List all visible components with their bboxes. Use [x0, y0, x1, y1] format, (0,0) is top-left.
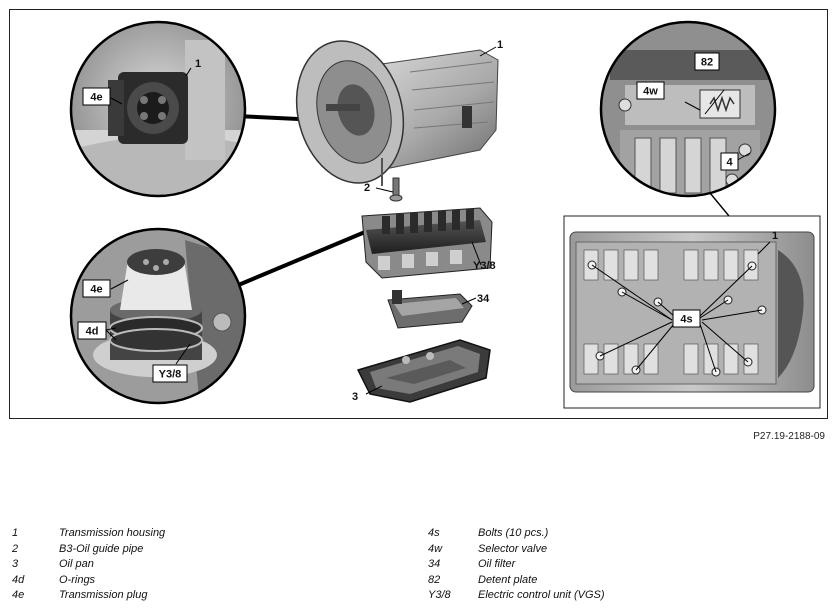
legend-desc: Oil pan [59, 558, 94, 571]
callout-bolts-corner: 4 [726, 157, 733, 169]
callout-guide-pipe: 2 [364, 182, 370, 194]
callout-box-bolts-panel: 4s [672, 309, 701, 328]
legend-code: 4w [428, 542, 443, 555]
callout-housing-top-zoom: 1 [195, 58, 201, 70]
callout-selector: 4w [643, 86, 658, 98]
legend-code: 34 [428, 558, 441, 571]
transmission-housing [295, 40, 499, 186]
legend-code: 4s [428, 527, 440, 539]
callout-housing: 1 [497, 39, 503, 51]
callout-pan: 3 [352, 391, 358, 403]
legend-desc: Oil filter [478, 558, 516, 571]
zoom-circle-plug-bottom [69, 227, 247, 405]
valve-body-panel [563, 215, 821, 409]
legend-desc: O-rings [59, 573, 96, 586]
legend: 1 Transmission housing 2 B3-Oil guide pipe… [12, 527, 827, 607]
callout-control-unit-zoom: Y3/8 [159, 369, 182, 381]
zoom-circle-valve-body [599, 20, 777, 198]
oil-guide-pipe [389, 177, 403, 202]
callout-bolts-panel: 4s [680, 314, 692, 326]
exploded-diagram-frame: 4e 4e 4d Y3/8 82 4w 4 4s [9, 9, 828, 419]
legend-code: 3 [12, 558, 19, 571]
callout-box-plug-bottom: 4e [82, 279, 111, 298]
callout-plug-bottom: 4e [90, 284, 102, 296]
callout-box-bolts-corner: 4 [720, 152, 739, 171]
figure-reference-id: P27.19-2188-09 [753, 431, 825, 442]
legend-code: 4e [12, 589, 25, 602]
callout-box-control-unit-zoom: Y3/8 [152, 364, 188, 383]
callout-housing-right: 1 [772, 230, 778, 242]
legend-desc: Bolts (10 pcs.) [478, 527, 549, 539]
callout-leaders [105, 46, 497, 395]
callout-control-unit: Y3/8 [473, 260, 496, 272]
legend-desc: Transmission housing [59, 527, 166, 539]
callout-box-selector: 4w [636, 81, 665, 100]
legend-code: 1 [12, 527, 19, 539]
legend-desc: Electric control unit (VGS) [478, 589, 605, 602]
legend-code: 82 [428, 573, 441, 586]
legend-desc: B3-Oil guide pipe [59, 542, 144, 555]
callout-filter: 34 [477, 293, 490, 305]
callout-box-orings: 4d [77, 321, 107, 340]
control-unit [361, 207, 493, 279]
zoom-circle-plug-top [69, 20, 247, 198]
oil-filter [387, 290, 473, 329]
callout-detent: 82 [701, 57, 713, 69]
transmission-diagram: 4e 4e 4d Y3/8 82 4w 4 4s [69, 20, 821, 409]
callout-orings: 4d [86, 326, 99, 338]
legend-desc: Transmission plug [59, 589, 148, 602]
legend-desc: Detent plate [478, 573, 538, 586]
oil-pan [356, 339, 491, 403]
callout-plug-top: 4e [90, 92, 102, 104]
legend-code: Y3/8 [428, 589, 451, 602]
callout-box-detent: 82 [694, 52, 720, 71]
legend-code: 2 [12, 542, 19, 555]
legend-code: 4d [12, 573, 25, 586]
callout-box-plug-top: 4e [82, 87, 111, 106]
legend-desc: Selector valve [478, 542, 548, 555]
